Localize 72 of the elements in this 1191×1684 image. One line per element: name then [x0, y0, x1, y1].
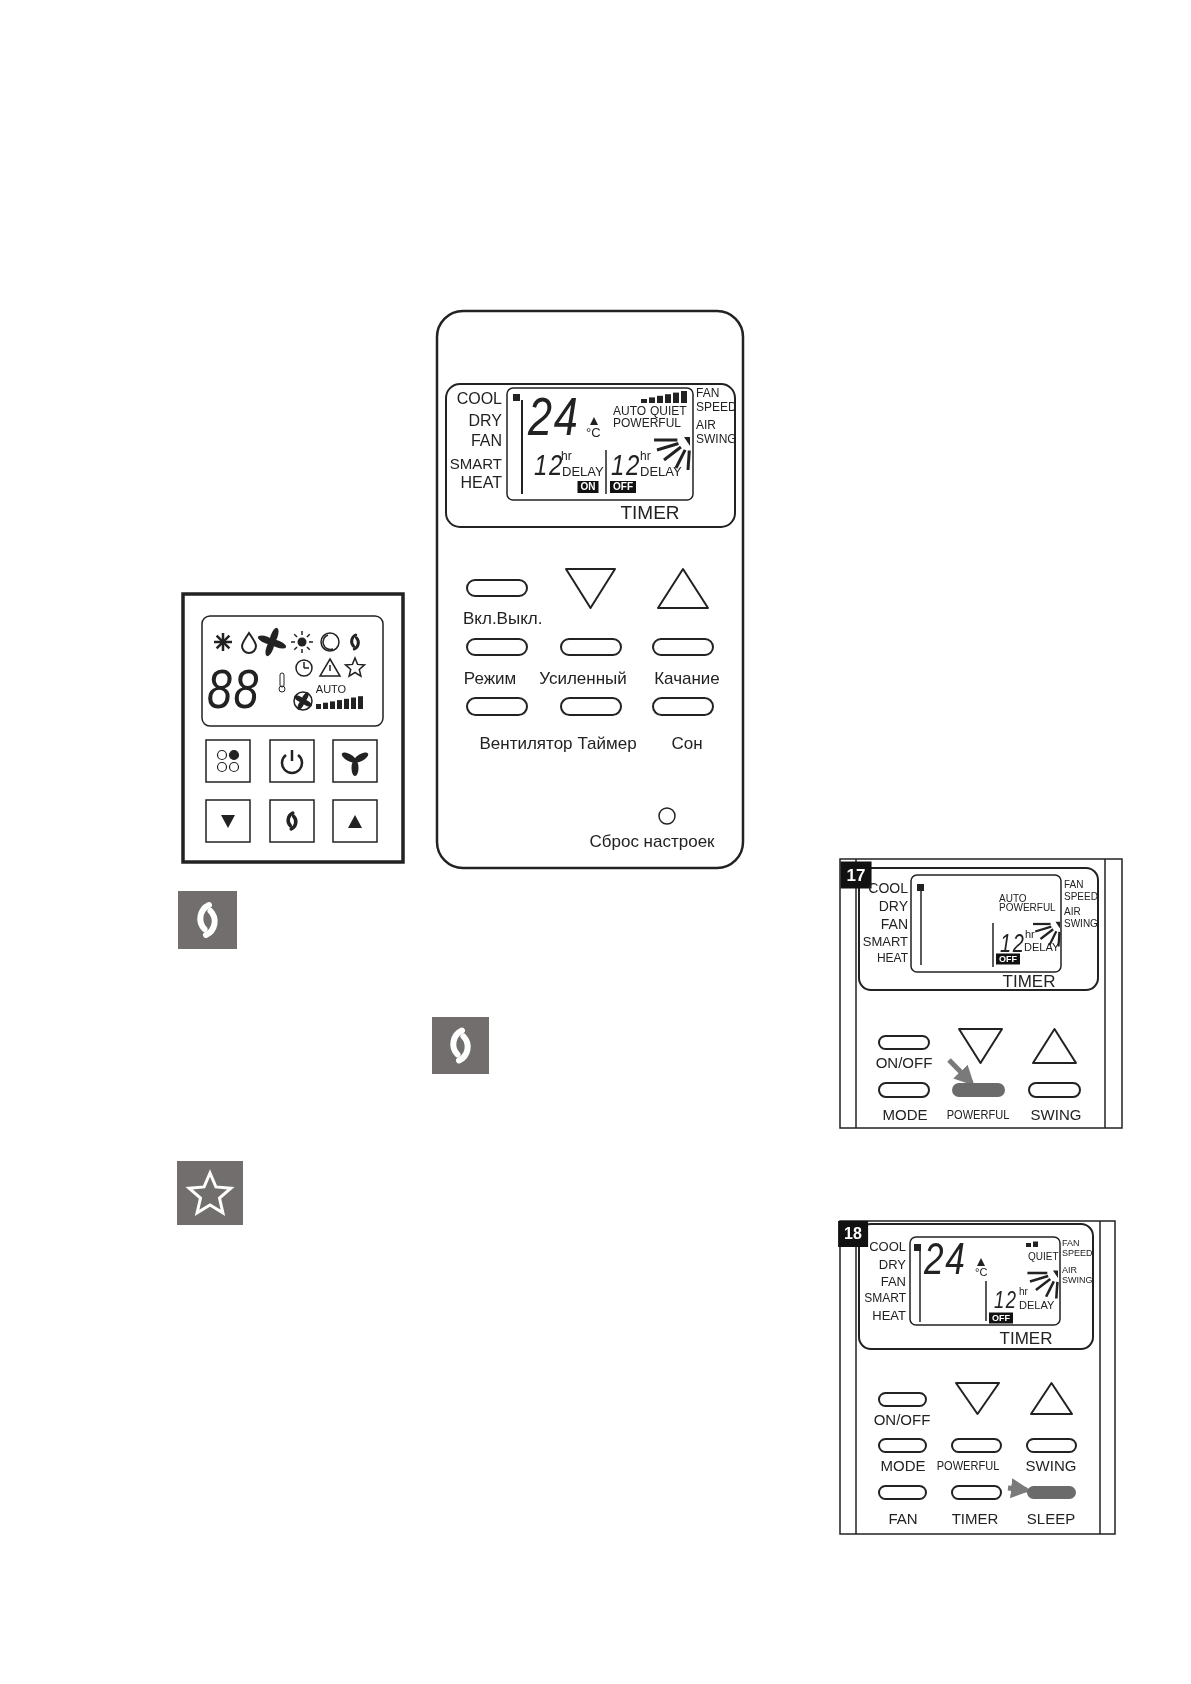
highlighted-button — [1027, 1486, 1076, 1499]
display-digits: 24 — [924, 1237, 967, 1281]
button-label: Режим — [463, 669, 517, 687]
button-label: Вкл.Выкл. — [463, 609, 543, 627]
display-label: POWERFUL — [999, 903, 1056, 913]
display-label: HEAT — [460, 475, 502, 491]
display-label: FAN — [880, 1274, 906, 1288]
button-label: Таймер — [577, 734, 637, 752]
display-label: HEAT — [876, 952, 908, 964]
display-digits: 12 — [611, 450, 641, 480]
button-label: Вентилятор — [479, 734, 573, 752]
display-label: °C — [586, 425, 601, 439]
display-label: POWERFUL — [613, 417, 681, 429]
display-label: FAN SPEED — [1062, 1238, 1094, 1259]
highlighted-button — [952, 1083, 1005, 1097]
step-number: 18 — [838, 1221, 868, 1247]
display-label: TIMER — [620, 502, 680, 522]
display-label: TIMER — [1002, 972, 1056, 990]
display-label: HEAT — [872, 1308, 906, 1322]
button-label: POWERFUL — [946, 1107, 1010, 1121]
display-label: hr — [640, 450, 651, 462]
button-label: SWING — [1025, 1457, 1077, 1473]
button-label: MODE — [880, 1457, 926, 1473]
display-label: DRY — [878, 899, 908, 913]
display-label: DRY — [468, 413, 502, 429]
display-label: SMART — [864, 1292, 906, 1304]
button-label: SLEEP — [1026, 1510, 1076, 1526]
display-label: FAN — [880, 917, 908, 931]
display-label: COOL — [869, 1239, 906, 1253]
display-label: AIR SWING — [1064, 906, 1098, 929]
indicator-tag: ON — [577, 481, 599, 493]
display-label: DELAY — [1024, 941, 1060, 953]
display-label: DRY — [878, 1257, 906, 1271]
pointer-arrow — [1007, 1478, 1031, 1499]
display-label: DELAY — [1019, 1299, 1055, 1311]
button-label: ON/OFF — [873, 1411, 931, 1427]
display-label: AIR SWING — [1062, 1265, 1094, 1286]
indicator-tag: OFF — [996, 953, 1020, 965]
display-label: TIMER — [999, 1329, 1053, 1347]
button-label: Качание — [654, 669, 720, 687]
button-label: Сброс настроек — [589, 832, 715, 850]
button-label: SWING — [1030, 1106, 1082, 1122]
display-label: hr — [1019, 1287, 1028, 1297]
indicator-tag: OFF — [989, 1312, 1013, 1324]
display-label: °C — [975, 1266, 988, 1278]
display-label: SMART — [862, 934, 908, 948]
display-label: hr — [1025, 928, 1035, 940]
button-label: TIMER — [951, 1510, 999, 1526]
display-digits: 12 — [994, 1288, 1018, 1312]
button-label: MODE — [882, 1106, 928, 1122]
display-digits: 12 — [1000, 930, 1026, 956]
indicator-tag: OFF — [610, 481, 636, 493]
display-label: DELAY — [640, 464, 682, 478]
display-label: QUIET — [650, 405, 687, 417]
display-label: COOL — [456, 391, 502, 407]
display-label: hr — [561, 450, 572, 462]
display-label: QUIET — [1028, 1252, 1059, 1262]
button-label: Усиленный — [539, 669, 627, 687]
button-label: FAN — [888, 1510, 918, 1526]
display-label: FAN SPEED — [1064, 879, 1098, 902]
button-label: ON/OFF — [875, 1054, 933, 1070]
display-label: AUTO — [999, 894, 1027, 904]
display-label: SMART — [449, 455, 502, 471]
display-label: DELAY — [562, 464, 604, 478]
display-label: FAN — [470, 433, 502, 449]
pointer-arrow — [947, 1058, 975, 1086]
display-digits: 24 — [528, 389, 580, 443]
display-label: AUTO — [315, 683, 347, 695]
button-label: POWERFUL — [936, 1458, 1000, 1472]
display-digits: 88 — [207, 661, 261, 717]
display-label: AUTO — [613, 405, 647, 417]
button-label: Сон — [671, 734, 703, 752]
